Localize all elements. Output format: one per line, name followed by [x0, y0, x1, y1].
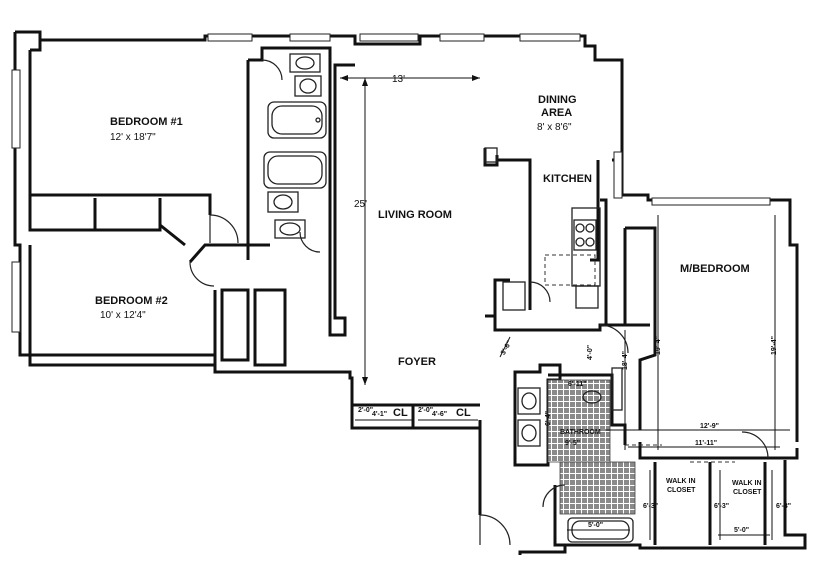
bath-dim-a: 6'-11" [568, 381, 587, 388]
walkin2-depth: 6'-3" [714, 503, 729, 510]
closet2-depth: 2'-0" [418, 407, 433, 414]
kitchen-label: KITCHEN [543, 173, 592, 185]
hall-dim-c: 3'-6" [500, 340, 514, 357]
walkin1-depth: 6'-3" [643, 503, 658, 510]
dining-size: 8' x 8'6" [537, 122, 572, 133]
bedroom2-label: BEDROOM #2 [95, 295, 168, 307]
closet1-depth: 2'-0" [358, 407, 373, 414]
bath-dim-b: 6'-4" [545, 411, 552, 426]
dimension-lines [340, 75, 790, 540]
walkin2-width: 5'-0" [734, 527, 749, 534]
walkin1-label-2: CLOSET [667, 487, 696, 494]
dining-label-1: DINING [538, 94, 577, 106]
closet1-width: 4'-1" [372, 411, 387, 418]
walkin1-label-1: WALK IN [666, 478, 696, 485]
living-room-label: LIVING ROOM [378, 209, 452, 221]
bedroom2-size: 10' x 12'4" [100, 310, 146, 321]
interior-walls [28, 40, 799, 545]
master-width-a: 12'-9" [700, 423, 719, 430]
living-length-dim: 25' [354, 199, 367, 210]
bedroom1-label: BEDROOM #1 [110, 116, 183, 128]
bathroom-fixtures [263, 53, 636, 543]
doors [189, 59, 769, 546]
bathroom-label: BATHROOM [560, 429, 601, 436]
closet1-label: CL [393, 407, 408, 419]
exterior-walls [13, 30, 807, 555]
master-bedroom-label: M/BEDROOM [680, 263, 750, 275]
living-width-dim: 13' [392, 74, 405, 85]
room-labels: BEDROOM #1 12' x 18'7" BEDROOM #2 10' x … [95, 94, 762, 534]
closet-side-dim: 6'-3" [776, 503, 791, 510]
master-length-b: 19'-4" [771, 336, 778, 355]
kitchen-fixtures [484, 147, 601, 311]
hall-dim-a: 18'-4" [622, 351, 629, 370]
closet2-width: 4'-6" [432, 411, 447, 418]
walkin2-label-2: CLOSET [733, 489, 762, 496]
closet2-label: CL [456, 407, 471, 419]
master-width-b: 11'-11" [695, 440, 717, 447]
tub-width-dim: 5'-0" [588, 522, 603, 529]
bathroom-size: 9'-5" [565, 440, 580, 447]
master-length-a: 19'-4" [655, 336, 662, 355]
walkin2-label-1: WALK IN [732, 480, 762, 487]
windows [11, 33, 771, 333]
foyer-label: FOYER [398, 356, 436, 368]
bedroom1-size: 12' x 18'7" [110, 132, 156, 143]
hall-dim-b: 4'-0" [587, 345, 594, 360]
dining-label-2: AREA [541, 107, 572, 119]
